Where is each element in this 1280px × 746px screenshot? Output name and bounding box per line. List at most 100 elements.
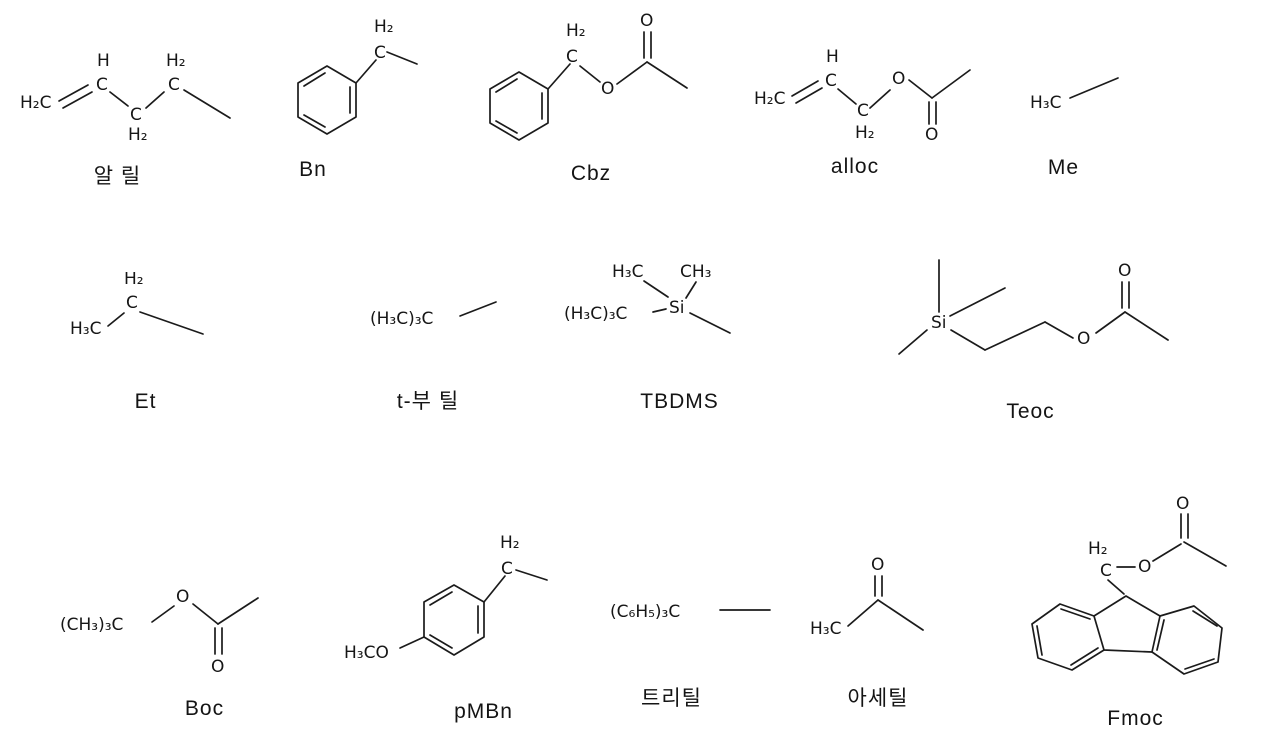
- bonds: [1069, 77, 1119, 99]
- group-trityl: (C₆H₅)₃C 트리틸: [608, 582, 783, 712]
- atom-label: H₂: [855, 123, 875, 143]
- atom-label: H₃C: [810, 619, 841, 639]
- caption-bn: Bn: [299, 158, 327, 181]
- tbutyl-structure: (H₃C)₃C: [370, 301, 497, 329]
- bonds: [1031, 513, 1227, 675]
- atom-label: H₂: [374, 17, 394, 37]
- atom-label: C: [168, 75, 180, 95]
- group-alloc: H₂C H C C H₂ O O alloc: [752, 32, 992, 179]
- bonds: [58, 84, 231, 119]
- group-et: H₃C H₂ C Et: [68, 269, 223, 414]
- alloc-structure: H₂C H C C H₂ O O: [754, 47, 971, 145]
- atom-label: C: [130, 105, 142, 125]
- atom-label: H₂C: [754, 89, 785, 109]
- caption-tbutyl: t-부 틸: [396, 390, 460, 413]
- bonds: [898, 259, 1169, 355]
- teoc-structure: Si O O: [898, 259, 1169, 355]
- atom-label: H₃CO: [344, 643, 389, 663]
- caption-allyl: 알 릴: [93, 165, 142, 188]
- atom-label: C: [1100, 561, 1112, 581]
- me-structure: H₃C: [1030, 77, 1119, 113]
- atom-label: O: [1077, 329, 1090, 349]
- atom-label: CH₃: [680, 262, 711, 282]
- group-me: H₃C Me: [1028, 68, 1143, 180]
- atom-label: H₂: [566, 21, 586, 41]
- atom-label: H: [826, 47, 839, 67]
- group-cbz: H₂ C O O Cbz: [462, 8, 720, 186]
- atom-label: H₂C: [20, 93, 51, 113]
- atom-label: O: [892, 69, 905, 89]
- atom-label: C: [126, 293, 138, 313]
- caption-alloc: alloc: [830, 155, 880, 178]
- atom-label: O: [925, 125, 938, 144]
- caption-cbz: Cbz: [570, 162, 612, 185]
- atom-label: C: [374, 43, 386, 63]
- et-structure: H₃C H₂ C: [70, 269, 204, 339]
- group-fmoc: H₂ C O O Fmoc: [988, 492, 1280, 731]
- group-tbdms: H₃C CH₃ (H₃C)₃C Si TBDMS: [562, 255, 757, 414]
- group-acetyl: H₃C O 아세틸: [808, 552, 948, 712]
- bonds: [151, 597, 259, 655]
- boc-structure: (CH₃)₃C O O: [60, 587, 259, 677]
- bn-structure: H₂ C: [297, 17, 418, 135]
- caption-me: Me: [1047, 156, 1080, 179]
- atom-label: H₂: [166, 51, 186, 71]
- allyl-structure: H₂C H C C H₂ C H₂: [20, 51, 231, 145]
- group-boc: (CH₃)₃C O O Boc: [58, 562, 283, 721]
- group-bn: H₂ C Bn: [275, 12, 425, 182]
- cbz-structure: H₂ C O O: [489, 11, 688, 141]
- atom-label: H₃C: [612, 262, 643, 282]
- pmbn-structure: H₂ C H₃CO: [344, 533, 548, 663]
- atom-label: O: [640, 11, 653, 31]
- caption-tbdms: TBDMS: [640, 390, 719, 413]
- tbdms-structure: H₃C CH₃ (H₃C)₃C Si: [564, 262, 731, 334]
- fmoc-structure: H₂ C O O: [1031, 494, 1227, 675]
- atom-label: H: [97, 51, 110, 71]
- atom-label: Si: [669, 298, 685, 318]
- group-teoc: Si O O Teoc: [893, 248, 1248, 424]
- caption-pmbn: pMBn: [454, 700, 513, 723]
- atom-label: (H₃C)₃C: [564, 304, 627, 324]
- bonds: [297, 51, 418, 135]
- caption-teoc: Teoc: [1006, 400, 1055, 423]
- caption-boc: Boc: [184, 697, 225, 720]
- atom-label: O: [176, 587, 189, 607]
- atom-label: C: [857, 101, 869, 121]
- atom-label: O: [1118, 261, 1131, 281]
- group-tbutyl: (H₃C)₃C t-부 틸: [368, 292, 508, 415]
- group-allyl: H₂C H C C H₂ C H₂ 알 릴: [18, 28, 253, 190]
- bonds: [489, 31, 688, 141]
- atom-label: H₃C: [1030, 93, 1061, 113]
- atom-label: H₂: [1088, 539, 1108, 559]
- atom-label: H₂: [500, 533, 520, 553]
- caption-trityl: 트리틸: [641, 687, 702, 710]
- atom-label: H₂: [128, 125, 148, 143]
- atom-label: O: [871, 555, 884, 575]
- atom-label: C: [501, 559, 513, 579]
- bonds: [643, 280, 731, 334]
- bonds: [847, 575, 924, 631]
- atom-label: O: [211, 657, 224, 677]
- bonds: [107, 311, 204, 335]
- atom-label: O: [1138, 557, 1151, 577]
- atom-label: (C₆H₅)₃C: [610, 602, 680, 622]
- atom-label: H₃C: [70, 319, 101, 339]
- bonds: [459, 301, 497, 317]
- caption-fmoc: Fmoc: [1107, 707, 1164, 730]
- atom-label: C: [825, 71, 837, 91]
- atom-label: Si: [931, 313, 947, 333]
- atom-label: (CH₃)₃C: [60, 615, 123, 635]
- trityl-structure: (C₆H₅)₃C: [610, 602, 771, 622]
- caption-et: Et: [134, 390, 157, 413]
- acetyl-structure: H₃C O: [810, 555, 924, 639]
- caption-acetyl: 아세틸: [847, 687, 909, 710]
- atom-label: O: [601, 79, 614, 99]
- atom-label: (H₃C)₃C: [370, 309, 433, 329]
- atom-label: C: [566, 47, 578, 67]
- atom-label: O: [1176, 494, 1189, 514]
- bonds: [791, 69, 971, 125]
- atom-label: C: [96, 75, 108, 95]
- atom-label: H₂: [124, 272, 144, 289]
- group-pmbn: H₂ C H₃CO pMBn: [342, 528, 577, 724]
- bonds: [399, 569, 548, 656]
